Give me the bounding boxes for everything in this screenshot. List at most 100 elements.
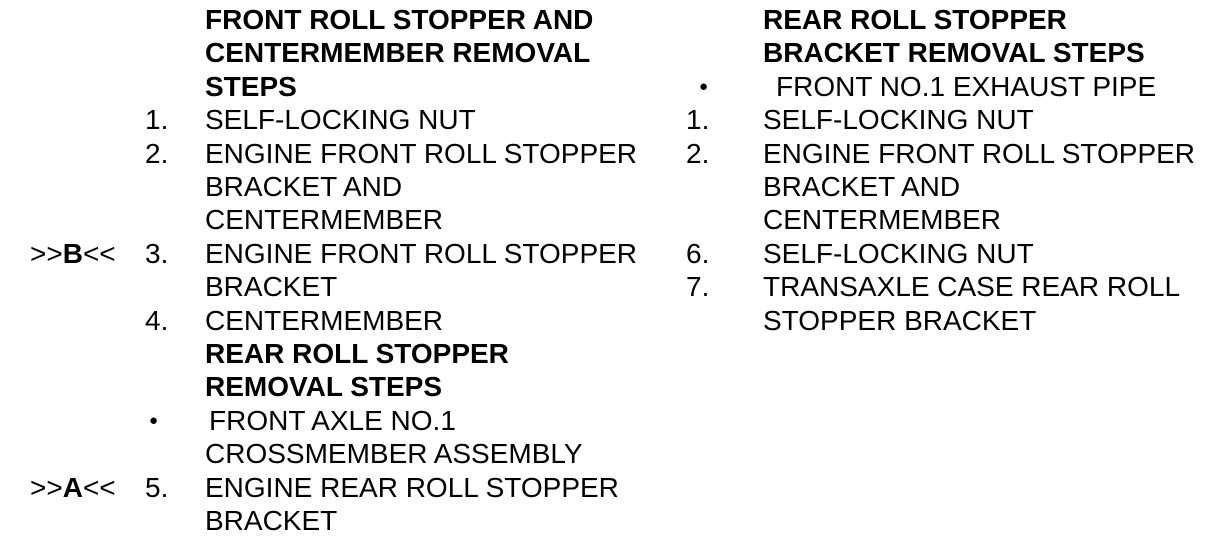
bullet-line: ● FRONT AXLE NO.1 bbox=[30, 404, 680, 437]
margin-spacer bbox=[30, 137, 145, 170]
step-text: ENGINE FRONT ROLL STOPPER bbox=[205, 237, 638, 269]
step-number: 3. bbox=[145, 237, 169, 269]
step-text: BRACKET bbox=[205, 505, 338, 537]
margin-spacer bbox=[30, 370, 145, 403]
step-number: 4. bbox=[145, 304, 169, 336]
margin-spacer bbox=[30, 304, 145, 337]
heading-line: STEPS bbox=[30, 70, 680, 103]
margin-spacer bbox=[30, 504, 145, 537]
heading-line: FRONT ROLL STOPPER AND bbox=[30, 3, 680, 36]
heading-line: CENTERMEMBER REMOVAL bbox=[30, 36, 680, 69]
step-number: 6. bbox=[686, 237, 710, 269]
step-continuation-line: STOPPER BRACKET bbox=[686, 304, 1211, 337]
step-number bbox=[145, 70, 205, 103]
section-heading: FRONT ROLL STOPPER AND bbox=[205, 4, 594, 35]
step-number bbox=[145, 337, 205, 370]
step-text: SELF-LOCKING NUT bbox=[763, 237, 1034, 269]
step-text: BRACKET AND bbox=[205, 171, 403, 203]
margin-spacer bbox=[30, 404, 145, 437]
marker-prefix: >> bbox=[30, 237, 63, 269]
margin-spacer bbox=[30, 337, 145, 370]
step-text: FRONT AXLE NO.1 bbox=[209, 404, 456, 436]
step-text: SELF-LOCKING NUT bbox=[763, 104, 1034, 136]
step-text: TRANSAXLE CASE REAR ROLL bbox=[763, 271, 1181, 303]
step-line: 1. SELF-LOCKING NUT bbox=[686, 103, 1211, 136]
step-text: STOPPER BRACKET bbox=[763, 304, 1037, 336]
step-text: CENTERMEMBER bbox=[205, 304, 444, 336]
margin-spacer bbox=[30, 203, 145, 236]
heading-line: REAR ROLL STOPPER bbox=[686, 3, 1211, 36]
step-number: 7. bbox=[686, 271, 710, 303]
marker-letter: A bbox=[62, 471, 83, 503]
step-number: 2. bbox=[686, 137, 710, 169]
front-roll-stopper-column: FRONT ROLL STOPPER AND CENTERMEMBER REMO… bbox=[30, 3, 680, 538]
marker-letter: B bbox=[62, 237, 83, 269]
marker-a: >>A<< bbox=[30, 471, 145, 504]
step-line: 7. TRANSAXLE CASE REAR ROLL bbox=[686, 270, 1211, 303]
step-number bbox=[145, 437, 205, 470]
step-text: FRONT NO.1 EXHAUST PIPE bbox=[776, 70, 1157, 102]
step-number bbox=[686, 203, 763, 236]
heading-line: BRACKET REMOVAL STEPS bbox=[686, 36, 1211, 69]
margin-spacer bbox=[30, 103, 145, 136]
step-number bbox=[145, 3, 205, 36]
marker-prefix: >> bbox=[30, 471, 63, 503]
step-text: SELF-LOCKING NUT bbox=[205, 104, 476, 136]
step-continuation-line: BRACKET AND bbox=[686, 170, 1211, 203]
margin-spacer bbox=[30, 36, 145, 69]
step-number bbox=[686, 36, 763, 69]
marker-b: >>B<< bbox=[30, 237, 145, 270]
step-number bbox=[686, 3, 763, 36]
step-number: 5. bbox=[145, 471, 169, 503]
marker-suffix: << bbox=[82, 471, 116, 503]
step-text: BRACKET AND bbox=[763, 171, 961, 203]
margin-spacer bbox=[30, 70, 145, 103]
bullet-icon: ● bbox=[149, 411, 159, 429]
step-number bbox=[145, 170, 205, 203]
step-number bbox=[145, 270, 205, 303]
rear-roll-stopper-column: REAR ROLL STOPPER BRACKET REMOVAL STEPS … bbox=[686, 3, 1211, 337]
bullet-icon: ● bbox=[699, 77, 709, 95]
step-number: 1. bbox=[686, 104, 710, 136]
step-text: ENGINE REAR ROLL STOPPER bbox=[205, 471, 619, 503]
step-text: CENTERMEMBER bbox=[763, 204, 1002, 236]
step-number: 2. bbox=[145, 137, 169, 169]
margin-spacer bbox=[30, 270, 145, 303]
bullet-line: ● FRONT NO.1 EXHAUST PIPE bbox=[686, 70, 1211, 103]
step-text: BRACKET bbox=[205, 271, 338, 303]
step-number bbox=[145, 203, 205, 236]
step-continuation-line: BRACKET bbox=[30, 504, 680, 537]
step-continuation-line: BRACKET AND bbox=[30, 170, 680, 203]
section-heading: STEPS bbox=[205, 70, 297, 102]
step-continuation-line: BRACKET bbox=[30, 270, 680, 303]
step-number bbox=[686, 170, 763, 203]
step-continuation-line: CENTERMEMBER bbox=[30, 203, 680, 236]
step-number: 1. bbox=[145, 104, 169, 136]
step-line: 6. SELF-LOCKING NUT bbox=[686, 237, 1211, 270]
step-text: CROSSMEMBER ASSEMBLY bbox=[205, 438, 583, 470]
section-heading: REAR ROLL STOPPER bbox=[763, 4, 1067, 35]
step-number bbox=[686, 304, 763, 337]
margin-spacer bbox=[30, 170, 145, 203]
margin-spacer bbox=[30, 437, 145, 470]
marker-suffix: << bbox=[82, 237, 116, 269]
step-line: >>B<< 3. ENGINE FRONT ROLL STOPPER bbox=[30, 237, 680, 270]
step-text: CENTERMEMBER bbox=[205, 204, 444, 236]
step-number bbox=[145, 36, 205, 69]
section-heading: REMOVAL STEPS bbox=[205, 371, 443, 403]
step-text: ENGINE FRONT ROLL STOPPER bbox=[763, 137, 1196, 169]
step-line: 1. SELF-LOCKING NUT bbox=[30, 103, 680, 136]
section-heading: REAR ROLL STOPPER bbox=[205, 338, 509, 370]
heading-line: REAR ROLL STOPPER bbox=[30, 337, 680, 370]
step-line: 2. ENGINE FRONT ROLL STOPPER bbox=[30, 137, 680, 170]
step-line: 2. ENGINE FRONT ROLL STOPPER bbox=[686, 137, 1211, 170]
step-line: >>A<< 5. ENGINE REAR ROLL STOPPER bbox=[30, 471, 680, 504]
step-text: ENGINE FRONT ROLL STOPPER bbox=[205, 137, 638, 169]
step-number bbox=[145, 504, 205, 537]
step-continuation-line: CROSSMEMBER ASSEMBLY bbox=[30, 437, 680, 470]
section-heading: CENTERMEMBER REMOVAL bbox=[205, 37, 591, 69]
section-heading: BRACKET REMOVAL STEPS bbox=[763, 37, 1145, 69]
step-number bbox=[145, 370, 205, 403]
step-continuation-line: CENTERMEMBER bbox=[686, 203, 1211, 236]
margin-spacer bbox=[30, 3, 145, 36]
